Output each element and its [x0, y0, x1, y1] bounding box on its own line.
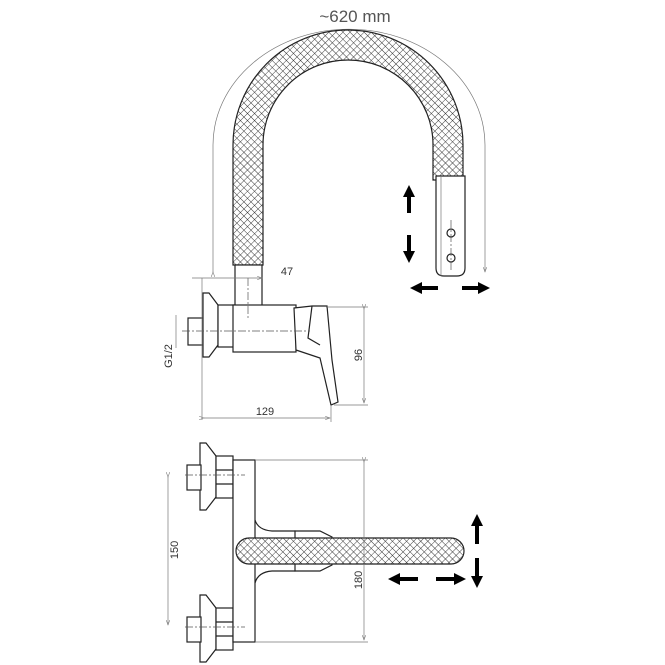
swivel-arrows-top [403, 185, 490, 294]
spacing-dimension-label: 150 [169, 541, 181, 559]
spray-head [435, 175, 466, 277]
side-view-faucet [187, 264, 339, 406]
arrow-down-icon [471, 558, 483, 588]
hose-length-label: ~620 mm [319, 7, 390, 26]
front-view-faucet [186, 442, 465, 663]
hose-length-dimension-arc [213, 28, 485, 272]
offset-dimension-label: 47 [281, 266, 293, 278]
arrow-down-icon [403, 235, 415, 263]
arrow-left-icon [388, 573, 418, 585]
swivel-arrows-bottom [388, 514, 483, 588]
arrow-left-icon [410, 282, 438, 294]
body-height-dimension-label: 180 [353, 571, 365, 589]
arrow-up-icon [403, 185, 415, 213]
arrow-right-icon [462, 282, 490, 294]
flexible-hose [232, 29, 464, 266]
spout [235, 537, 465, 565]
height-dimension-label: 96 [353, 349, 365, 361]
arrow-right-icon [436, 573, 466, 585]
thread-label: G1/2 [163, 344, 175, 368]
depth-dimension-label: 129 [256, 406, 274, 418]
arrow-up-icon [471, 514, 483, 544]
